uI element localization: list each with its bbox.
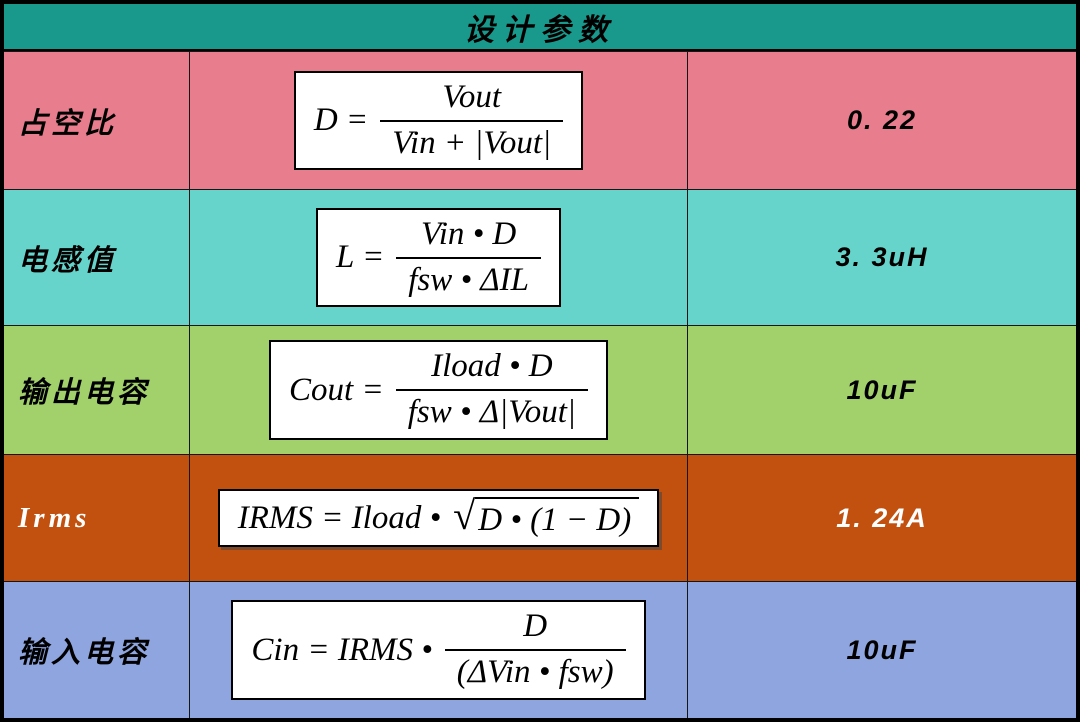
- param-value-duty-cycle: 0. 22: [846, 105, 918, 135]
- radicand: D • (1 − D): [475, 496, 640, 540]
- param-name-duty-cycle: 占空比: [4, 52, 190, 189]
- fraction-denominator: fsw • Δ|Vout|: [395, 389, 588, 432]
- fraction-numerator: Vout: [442, 78, 501, 115]
- fraction: D (ΔVin • fsw): [444, 608, 626, 692]
- param-name-inductance: 电感值: [4, 190, 190, 325]
- fraction-numerator: Vin • D: [421, 215, 517, 252]
- formula-box-output-cap: Cout = Iload • D fsw • Δ|Vout|: [269, 340, 608, 440]
- formula-cell-irms: IRMS = Iload • √ D • (1 − D): [190, 455, 688, 581]
- formula-cell-input-cap: Cin = IRMS • D (ΔVin • fsw): [190, 582, 688, 718]
- fraction: Iload • D fsw • Δ|Vout|: [395, 348, 588, 432]
- radical-sign: √: [453, 492, 476, 538]
- fraction-numerator: Iload • D: [431, 348, 553, 385]
- table-row-inductance: 电感值 L = Vin • D fsw • ΔIL 3. 3uH: [4, 189, 1076, 325]
- formula-box-inductance: L = Vin • D fsw • ΔIL: [315, 207, 562, 308]
- formula-cell-duty-cycle: D = Vout Vin + |Vout|: [190, 52, 688, 189]
- formula-lhs: L =: [335, 239, 385, 275]
- formula-cell-inductance: L = Vin • D fsw • ΔIL: [190, 190, 688, 325]
- square-root: √ D • (1 − D): [453, 492, 640, 540]
- param-name-input-cap: 输入电容: [4, 582, 190, 718]
- param-name-output-cap: 输出电容: [4, 326, 190, 454]
- formula-box-input-cap: Cin = IRMS • D (ΔVin • fsw): [231, 600, 646, 700]
- formula-cell-output-cap: Cout = Iload • D fsw • Δ|Vout|: [190, 326, 688, 454]
- param-value-inductance: 3. 3uH: [835, 242, 929, 272]
- formula-lhs: Cout =: [289, 371, 384, 408]
- formula-lhs: IRMS = Iload •: [237, 499, 442, 536]
- table-row-input-cap: 输入电容 Cin = IRMS • D (ΔVin • fsw) 10uF: [4, 581, 1076, 718]
- param-value-output-cap: 10uF: [846, 374, 918, 405]
- table-row-duty-cycle: 占空比 D = Vout Vin + |Vout| 0. 22: [4, 51, 1076, 189]
- fraction-denominator: fsw • ΔIL: [396, 256, 542, 300]
- formula-box-duty-cycle: D = Vout Vin + |Vout|: [293, 70, 584, 171]
- table-header: 设计参数: [4, 4, 1076, 51]
- fraction-numerator: D: [523, 608, 548, 645]
- formula-lhs: D =: [313, 102, 369, 138]
- fraction: Vin • D fsw • ΔIL: [396, 215, 542, 300]
- fraction-denominator: Vin + |Vout|: [380, 119, 564, 163]
- table-title: 设计参数: [464, 13, 616, 47]
- param-value-irms: 1. 24A: [836, 502, 928, 533]
- formula-box-irms: IRMS = Iload • √ D • (1 − D): [217, 488, 660, 548]
- fraction: Vout Vin + |Vout|: [380, 78, 564, 163]
- table-row-output-cap: 输出电容 Cout = Iload • D fsw • Δ|Vout| 10uF: [4, 325, 1076, 454]
- formula-lhs: Cin = IRMS •: [251, 631, 433, 668]
- fraction-denominator: (ΔVin • fsw): [444, 649, 626, 692]
- table-row-irms: Irms IRMS = Iload • √ D • (1 − D) 1. 24A: [4, 454, 1076, 581]
- param-name-irms: Irms: [4, 455, 190, 581]
- param-value-input-cap: 10uF: [846, 634, 918, 665]
